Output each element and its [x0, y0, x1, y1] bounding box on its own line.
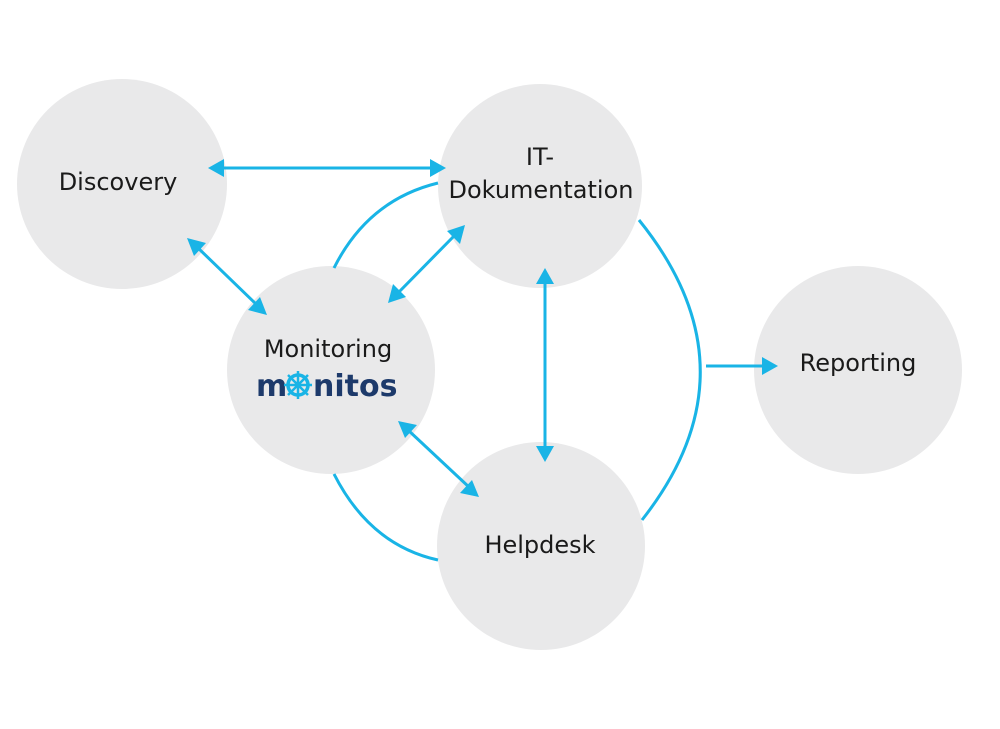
arrowhead	[187, 238, 206, 256]
arc-monitoring-itdoku	[332, 181, 439, 269]
monitoring-node	[227, 266, 435, 474]
discovery-node	[17, 79, 227, 289]
arrowhead	[460, 480, 479, 497]
connector-monitoring-itdoku	[395, 232, 458, 296]
reporting-label: Reporting	[800, 349, 917, 377]
monitoring-label: Monitoring	[264, 335, 392, 363]
ship-wheel-icon	[284, 371, 312, 399]
arrowhead	[447, 225, 465, 244]
arrowhead	[208, 159, 224, 177]
arrowhead	[388, 284, 406, 303]
arrowhead	[248, 297, 267, 315]
it-dokumentation-label-line2: Dokumentation	[449, 176, 634, 204]
arc-itdoku-helpdesk-outer	[637, 219, 702, 521]
connector-monitoring-helpdesk	[406, 428, 472, 490]
connector-discovery-monitoring	[194, 244, 260, 308]
it-dokumentation-label-line1: IT-	[526, 143, 554, 171]
helpdesk-node	[437, 442, 645, 650]
arrowhead	[398, 421, 417, 438]
arrowhead	[536, 268, 554, 284]
arrowhead	[536, 446, 554, 462]
helpdesk-label: Helpdesk	[484, 531, 595, 559]
monitos-logo: m nitos	[256, 369, 397, 404]
discovery-label: Discovery	[59, 168, 178, 196]
arrowhead	[762, 357, 778, 375]
arrowhead	[430, 159, 446, 177]
monitos-logo-text-pre: m	[256, 369, 287, 404]
monitos-logo-text-post: nitos	[313, 369, 397, 404]
it-dokumentation-node	[438, 84, 642, 288]
reporting-node	[754, 266, 962, 474]
arc-monitoring-helpdesk	[332, 473, 439, 562]
